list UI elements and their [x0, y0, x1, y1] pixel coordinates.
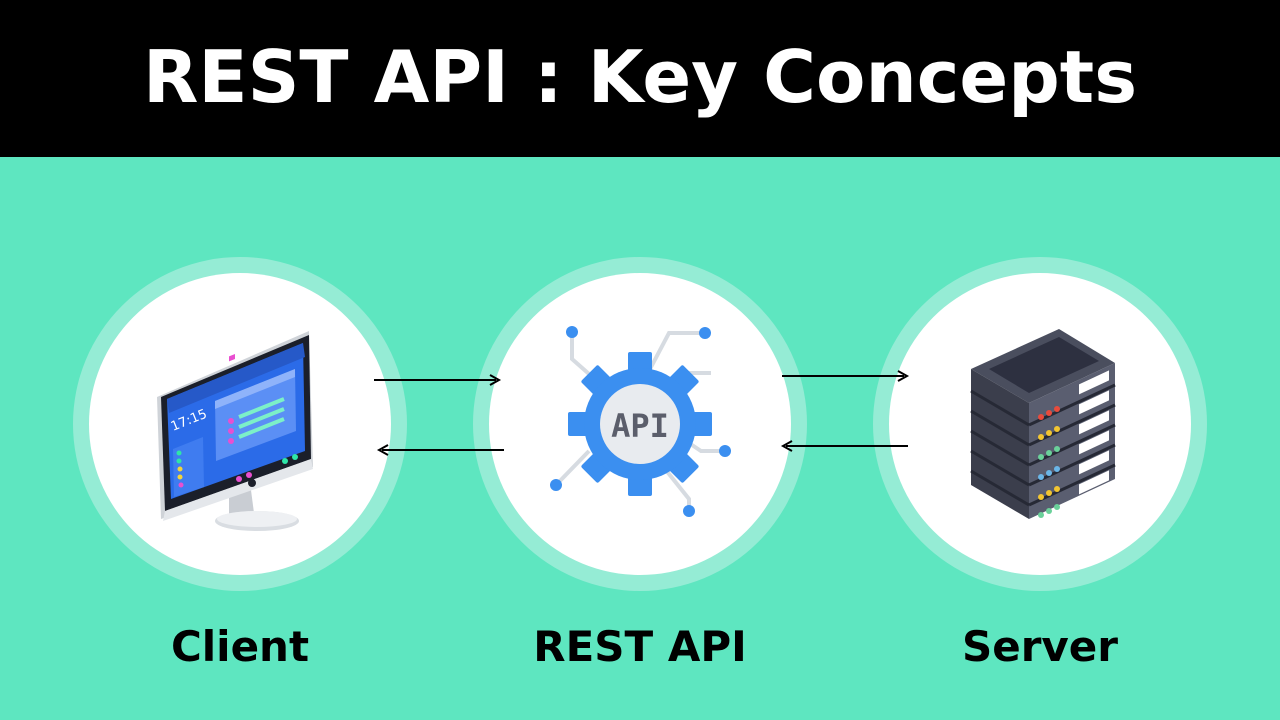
api-node: API: [473, 257, 807, 591]
client-circle: 17:15: [89, 273, 391, 575]
api-to-server-arrow: [782, 370, 910, 382]
server-label: Server: [961, 622, 1119, 671]
server-rack-icon: [970, 329, 1116, 519]
api-circle: API: [489, 273, 791, 575]
api-gear-icon: API: [550, 326, 731, 517]
client-label: Client: [170, 622, 310, 671]
computer-monitor-icon: 17:15: [157, 331, 313, 531]
rest-api-label: REST API: [533, 622, 747, 671]
api-to-client-arrow: [376, 444, 504, 456]
client-to-api-arrow: [374, 374, 502, 386]
title-banner: REST API : Key Concepts: [0, 0, 1280, 157]
server-to-api-arrow: [780, 440, 908, 452]
page-title: REST API : Key Concepts: [142, 34, 1138, 119]
api-icon-text: API: [611, 407, 669, 445]
client-node: 17:15: [73, 257, 407, 591]
server-circle: [889, 273, 1191, 575]
server-node: [873, 257, 1207, 591]
